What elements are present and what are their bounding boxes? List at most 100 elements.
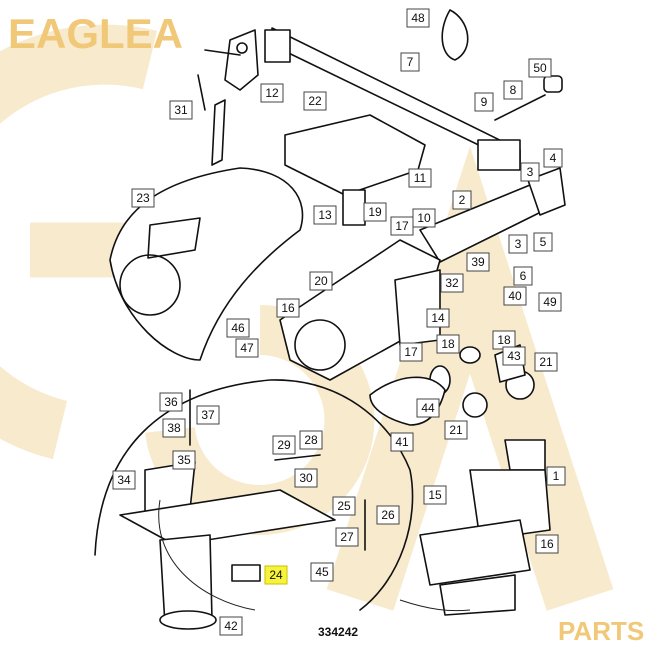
callout-box (219, 616, 243, 636)
callout-box (294, 468, 318, 488)
callout-36: 36 (159, 392, 183, 412)
callout-number: 35 (177, 453, 191, 467)
callout-17: 17 (399, 342, 423, 362)
callout-26: 26 (376, 505, 400, 525)
callout-40: 40 (503, 286, 527, 306)
callout-43: 43 (502, 346, 526, 366)
callout-8: 8 (503, 80, 523, 100)
callout-box (131, 188, 155, 208)
callout-45: 45 (310, 562, 334, 582)
callout-number: 22 (308, 94, 322, 108)
callout-39: 39 (466, 252, 490, 272)
callout-box (276, 298, 300, 318)
callout-42: 42 (219, 616, 243, 636)
callout-box (159, 392, 183, 412)
callout-4: 4 (543, 148, 563, 168)
callout-box (272, 435, 296, 455)
callout-number: 26 (381, 508, 395, 522)
callout-box (474, 92, 494, 112)
callout-box (440, 273, 464, 293)
callout-box (226, 318, 250, 338)
callout-46: 46 (226, 318, 250, 338)
callout-box (390, 432, 414, 452)
highlighted-callout-box (264, 565, 288, 585)
callout-18: 18 (492, 330, 516, 350)
callout-box (196, 405, 220, 425)
callout-18: 18 (436, 334, 460, 354)
callout-box (423, 485, 447, 505)
callout-number: 21 (539, 355, 553, 369)
callout-16: 16 (535, 534, 559, 554)
callout-number: 13 (318, 208, 332, 222)
callout-number: 9 (481, 95, 488, 109)
callout-box (520, 162, 540, 182)
callout-28: 28 (299, 430, 323, 450)
callout-29: 29 (272, 435, 296, 455)
callout-number: 3 (515, 237, 522, 251)
callout-box (260, 83, 284, 103)
callout-box (400, 52, 420, 72)
callout-48: 48 (406, 8, 430, 28)
callout-number: 17 (404, 345, 418, 359)
callout-box (172, 450, 196, 470)
callout-number: 18 (441, 337, 455, 351)
callout-box (376, 505, 400, 525)
watermark-text: EAGLEA (8, 10, 183, 57)
callout-number: 43 (507, 349, 521, 363)
callout-box (235, 338, 259, 358)
callout-17: 17 (390, 216, 414, 236)
callout-box (502, 346, 526, 366)
callout-box (503, 286, 527, 306)
callout-3: 3 (508, 234, 528, 254)
callout-number: 14 (431, 311, 445, 325)
callout-number: 8 (510, 83, 517, 97)
callout-number: 6 (520, 269, 527, 283)
callout-22: 22 (303, 91, 327, 111)
callout-box (444, 420, 468, 440)
callout-box (169, 100, 193, 120)
callout-number: 28 (304, 433, 318, 447)
callout-number: 42 (224, 619, 238, 633)
callout-1: 1 (546, 466, 566, 486)
watermark-subtext: PARTS (558, 616, 644, 646)
callout-34: 34 (112, 470, 136, 490)
callout-16: 16 (276, 298, 300, 318)
callout-number: 50 (533, 61, 547, 75)
callout-number: 23 (136, 191, 150, 205)
callout-number: 47 (240, 341, 254, 355)
callout-box (528, 58, 552, 78)
callout-3: 3 (520, 162, 540, 182)
callout-25: 25 (332, 496, 356, 516)
callout-5: 5 (533, 232, 553, 252)
callout-2: 2 (452, 190, 472, 210)
callout-box (335, 527, 359, 547)
callout-box (162, 418, 186, 438)
callout-14: 14 (426, 308, 450, 328)
callout-21: 21 (534, 352, 558, 372)
callout-31: 31 (169, 100, 193, 120)
callout-number: 18 (497, 333, 511, 347)
callout-number: 12 (265, 86, 279, 100)
callout-box (452, 190, 472, 210)
callout-19: 19 (363, 202, 387, 222)
callout-box (533, 232, 553, 252)
callout-box (466, 252, 490, 272)
callout-6: 6 (513, 266, 533, 286)
callout-box (426, 308, 450, 328)
callout-15: 15 (423, 485, 447, 505)
callout-number: 21 (449, 423, 463, 437)
callout-box (363, 202, 387, 222)
callout-box (309, 271, 333, 291)
callout-21: 21 (444, 420, 468, 440)
callout-12: 12 (260, 83, 284, 103)
callout-27: 27 (335, 527, 359, 547)
callout-number: 25 (337, 499, 351, 513)
callout-number: 30 (299, 471, 313, 485)
callout-41: 41 (390, 432, 414, 452)
callout-number: 41 (395, 435, 409, 449)
callout-number: 4 (550, 151, 557, 165)
callout-32: 32 (440, 273, 464, 293)
callout-13: 13 (313, 205, 337, 225)
